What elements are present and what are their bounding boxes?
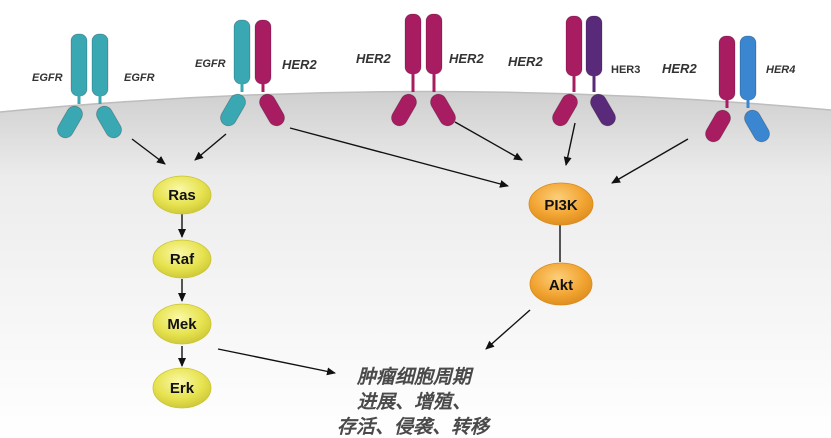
arrow-egfr-dimer-to-ras	[131, 138, 166, 165]
receptor-her2-4	[552, 15, 583, 127]
receptor-label-egfr-2: EGFR	[195, 58, 226, 70]
node-raf-label: Raf	[170, 251, 195, 268]
arrow-her2-her4-to-pi3k	[611, 138, 689, 184]
receptor-label-her2-5: HER2	[662, 61, 697, 76]
node-erk	[152, 367, 212, 409]
receptor-label-egfr-1a: EGFR	[32, 72, 63, 84]
node-raf	[152, 239, 212, 279]
arrow-erk-to-outcome	[217, 348, 336, 376]
arrow-egfr-her2-to-ras	[194, 133, 227, 161]
outcome-line-1: 肿瘤细胞周期	[356, 366, 474, 388]
node-mek	[152, 303, 212, 345]
node-ras-label: Ras	[168, 187, 196, 204]
arrow-akt-to-outcome	[485, 309, 531, 350]
node-akt	[529, 262, 593, 306]
node-pi3k-label: PI3K	[544, 197, 578, 214]
node-erk-label: Erk	[170, 380, 195, 397]
node-akt-label: Akt	[549, 277, 573, 294]
receptor-label-her4: HER4	[766, 64, 795, 76]
node-ras	[152, 175, 212, 215]
receptor-label-her2-2: HER2	[282, 57, 317, 72]
receptor-label-her2-3a: HER2	[356, 51, 391, 66]
node-pi3k	[528, 182, 594, 226]
receptor-egfr-1b	[91, 33, 122, 139]
receptor-label-her2-4: HER2	[508, 54, 543, 69]
cell-membrane	[0, 91, 831, 438]
receptor-her3	[585, 15, 616, 127]
receptor-her2-3a	[391, 13, 422, 127]
receptor-her4	[739, 35, 770, 143]
arrow-egfr-her2-to-pi3k	[289, 127, 509, 188]
receptor-her2-2	[254, 19, 285, 127]
membrane-edge	[0, 90, 831, 113]
receptor-her2-3b	[425, 13, 456, 127]
outcome-line-2: 进展、增殖、	[357, 391, 471, 413]
receptor-label-egfr-1b: EGFR	[124, 72, 155, 84]
receptor-egfr-2	[220, 19, 251, 127]
receptor-her2-5	[705, 35, 736, 143]
receptor-label-her3: HER3	[611, 64, 640, 76]
arrow-her2-her2-to-pi3k	[454, 121, 523, 161]
arrow-her2-her3-to-pi3k	[563, 122, 576, 166]
outcome-line-3: 存活、侵袭、转移	[337, 416, 492, 438]
receptor-egfr-1a	[57, 33, 88, 139]
receptor-label-her2-3b: HER2	[449, 51, 484, 66]
node-mek-label: Mek	[167, 316, 197, 333]
